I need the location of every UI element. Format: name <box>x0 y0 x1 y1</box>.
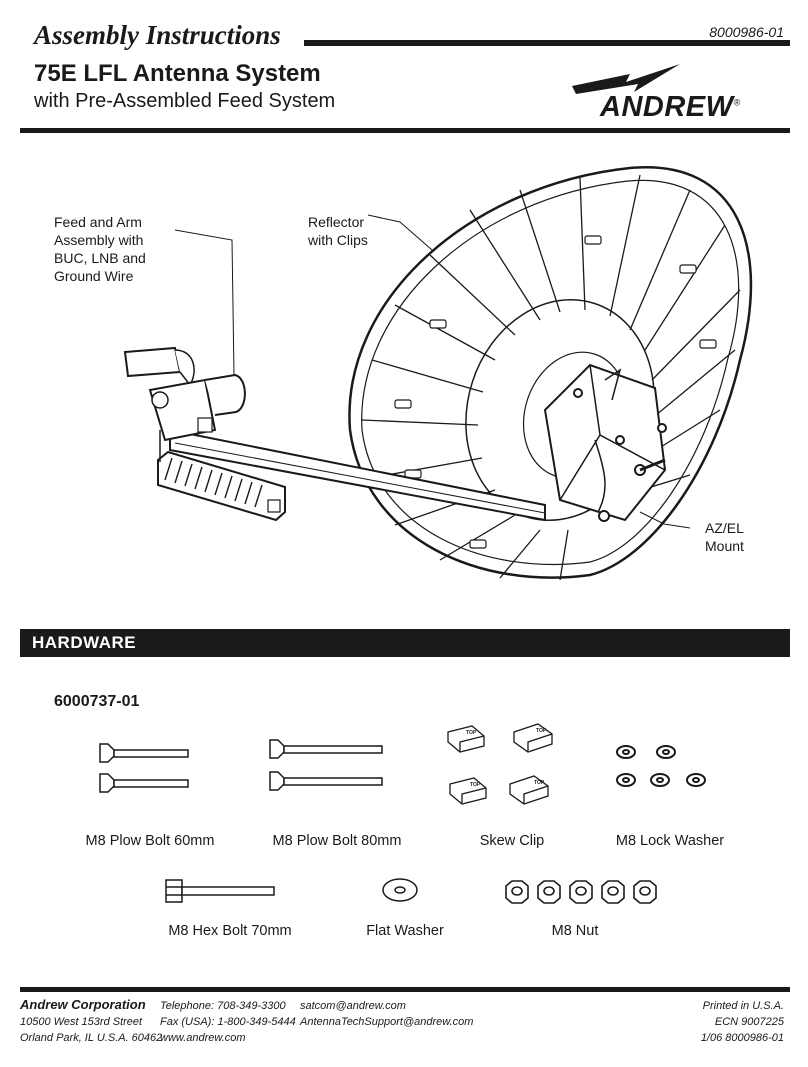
footer-emails: satcom@andrew.com AntennaTechSupport@and… <box>300 1000 474 1028</box>
hardware-kit-number: 6000737-01 <box>54 693 140 710</box>
part-label-plow-bolt-80mm: M8 Plow Bolt 80mm <box>272 833 402 849</box>
part-label-skew-clip: Skew Clip <box>479 833 545 849</box>
svg-text:TOP: TOP <box>466 730 477 736</box>
m8-nut-icon <box>505 880 657 904</box>
antenna-assembly-illustration <box>123 166 753 581</box>
callout-az-el-mount: AZ/EL Mount <box>705 520 744 554</box>
footer-phones: Telephone: 708-349-3300 Fax (USA): 1-800… <box>160 1000 296 1044</box>
product-title: 75E LFL Antenna System <box>34 60 321 87</box>
feed-horn-lnb <box>123 346 182 378</box>
andrew-lightning-logo-icon <box>572 64 680 94</box>
part-label-lock-washer: M8 Lock Washer <box>615 833 725 849</box>
hex-bolt-70mm-icon <box>165 879 275 903</box>
footer-divider <box>20 987 790 992</box>
part-label-plow-bolt-60mm: M8 Plow Bolt 60mm <box>85 833 215 849</box>
header-rule <box>304 40 790 46</box>
part-label-flat-washer: Flat Washer <box>366 923 444 939</box>
document-number: 8000986-01 <box>709 24 784 40</box>
callout-feed-arm-assembly: Feed and Arm Assembly with BUC, LNB and … <box>54 214 146 284</box>
header-divider <box>20 128 790 133</box>
reflector-rim <box>348 166 753 579</box>
callout-reflector: Reflector with Clips <box>308 214 368 248</box>
svg-text:TOP: TOP <box>534 780 545 786</box>
andrew-logo-wordmark: ANDREW® <box>600 91 741 123</box>
part-label-hex-bolt-70mm: M8 Hex Bolt 70mm <box>168 923 292 939</box>
part-label-m8-nut: M8 Nut <box>551 923 599 939</box>
svg-text:TOP: TOP <box>536 728 547 734</box>
document-type-heading: Assembly Instructions <box>34 20 281 50</box>
svg-text:TOP: TOP <box>470 782 481 788</box>
footer-address: 10500 West 153rd Street Orland Park, IL … <box>20 1016 163 1044</box>
product-subtitle: with Pre-Assembled Feed System <box>34 90 336 112</box>
feed-arm <box>169 428 546 522</box>
lock-washer-icon <box>616 745 706 787</box>
plow-bolt-60mm-icon <box>99 743 189 793</box>
skew-clip-icon: TOP TOP TOP TOP <box>447 723 553 805</box>
flat-washer-icon <box>382 878 418 902</box>
footer-company: Andrew Corporation <box>20 997 146 1012</box>
hardware-section-bar <box>20 629 790 657</box>
footer-print-info: Printed in U.S.A. ECN 9007225 1/06 80009… <box>700 1000 784 1044</box>
plow-bolt-80mm-icon <box>269 739 383 791</box>
hardware-section-title: HARDWARE <box>32 633 137 652</box>
